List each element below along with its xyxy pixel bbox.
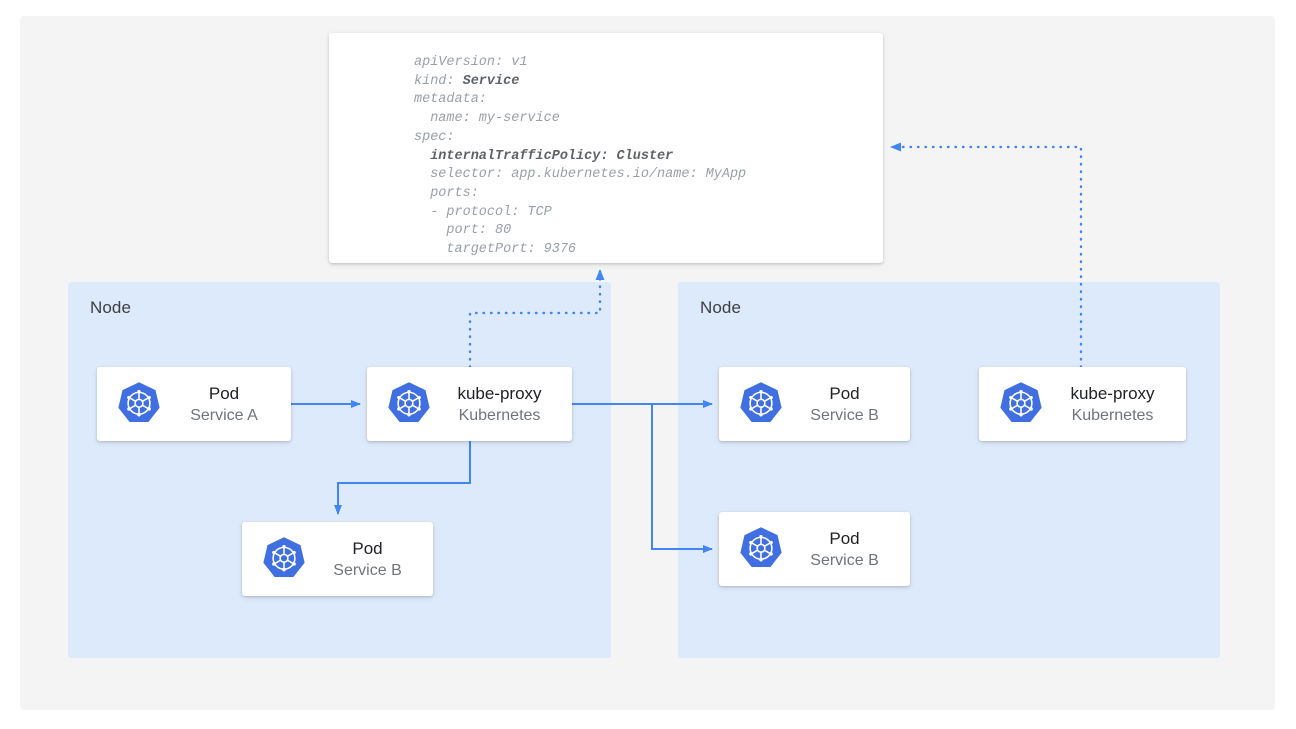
card-subtitle: Service B <box>810 551 879 569</box>
card-title: Pod <box>829 528 860 548</box>
card-subtitle: Kubernetes <box>458 406 541 424</box>
card-text-kube-proxy-right: kube-proxy Kubernetes <box>1045 383 1186 426</box>
card-subtitle: Service B <box>810 406 879 424</box>
card-title: Pod <box>208 383 240 403</box>
card-kube-proxy-right[interactable]: kube-proxy Kubernetes <box>979 367 1186 441</box>
kubernetes-icon <box>737 525 785 573</box>
card-pod-service-b-right-bottom[interactable]: Pod Service B <box>719 512 910 586</box>
kubernetes-icon <box>115 380 163 428</box>
card-title: kube-proxy <box>457 383 542 403</box>
kubernetes-icon <box>260 535 308 583</box>
card-text-pod-service-b-right-bottom: Pod Service B <box>785 528 910 571</box>
node-container-left: Node <box>68 282 611 658</box>
node-container-right: Node <box>678 282 1220 658</box>
card-pod-service-a[interactable]: Pod Service A <box>97 367 291 441</box>
card-kube-proxy-left[interactable]: kube-proxy Kubernetes <box>367 367 572 441</box>
card-text-pod-service-a: Pod Service A <box>163 383 291 426</box>
card-title: kube-proxy <box>1070 383 1155 403</box>
kubernetes-icon <box>385 380 433 428</box>
card-text-kube-proxy-left: kube-proxy Kubernetes <box>433 383 572 426</box>
node-label-right: Node <box>700 298 742 317</box>
node-label-left: Node <box>90 298 132 317</box>
card-pod-service-b-left[interactable]: Pod Service B <box>242 522 433 596</box>
card-title: Pod <box>352 538 383 558</box>
card-text-pod-service-b-left: Pod Service B <box>308 538 433 581</box>
card-subtitle: Service A <box>190 406 258 424</box>
card-title: Pod <box>829 383 860 403</box>
manifest-code-block: apiVersion: v1 kind: Service metadata: n… <box>414 55 747 258</box>
kubernetes-icon <box>737 380 785 428</box>
service-manifest-panel: apiVersion: v1 kind: Service metadata: n… <box>329 33 883 263</box>
card-text-pod-service-b-right-top: Pod Service B <box>785 383 910 426</box>
kubernetes-icon <box>997 380 1045 428</box>
card-pod-service-b-right-top[interactable]: Pod Service B <box>719 367 910 441</box>
card-subtitle: Kubernetes <box>1071 406 1154 424</box>
card-subtitle: Service B <box>333 561 402 579</box>
